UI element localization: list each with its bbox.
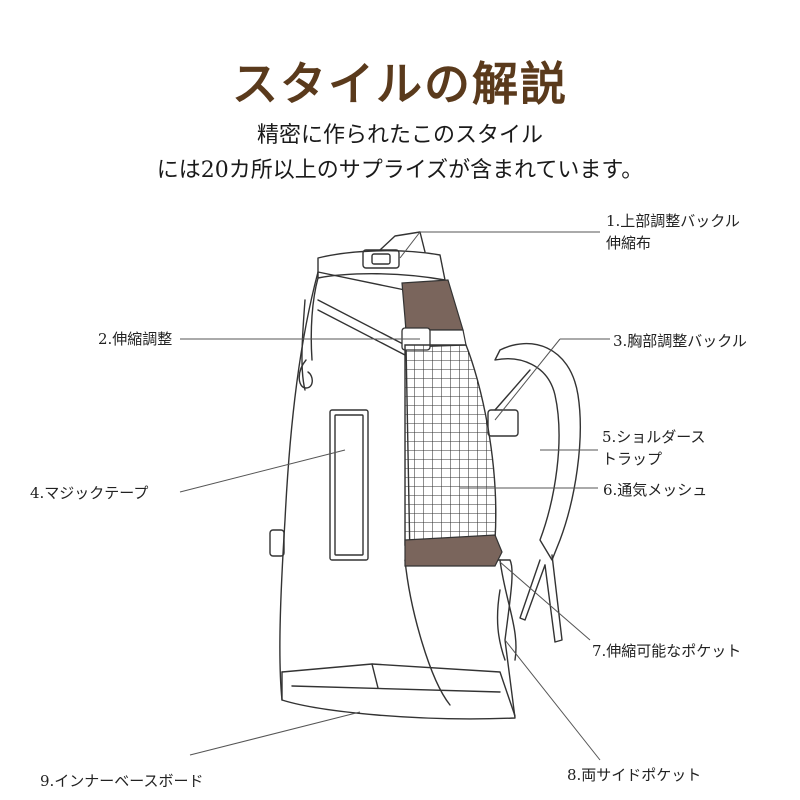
leader-line-4 [179, 449, 346, 493]
label-mesh: 6.通気メッシュ [603, 481, 708, 499]
label-shoulder-strap: 5.ショルダース トラップ [602, 426, 706, 470]
upper-brown-panel [401, 279, 464, 331]
label-elastic-adjust: 2.伸縮調整 [98, 330, 173, 348]
chest-buckle [487, 409, 519, 437]
lower-brown-band [404, 534, 503, 567]
leader-line-7 [499, 561, 591, 641]
top-buckle [362, 249, 400, 269]
label-velcro: 4.マジックテープ [30, 484, 149, 502]
top-roll [317, 250, 446, 281]
ventilation-mesh [405, 345, 496, 545]
side-pocket [404, 559, 451, 706]
subtitle-line-1: 精密に作られたこのスタイル [256, 123, 543, 148]
leader-line-3 [494, 338, 561, 421]
side-hook [298, 359, 313, 389]
leader-line-8 [504, 639, 601, 761]
label-inner-base-board: 9.インナーベースボード [40, 772, 204, 790]
leader-line-1 [399, 231, 421, 259]
label-shoulder-strap-line2: トラップ [602, 450, 663, 468]
subtitle-line-2: には20カ所以上のサプライズが含まれています。 [156, 158, 644, 183]
leader-line-9 [189, 711, 361, 756]
label-top-buckle-line2: 伸縮布 [606, 234, 652, 252]
inner-base-board [281, 663, 516, 717]
label-top-buckle-line1: 1.上部調整バックル [606, 212, 740, 230]
label-top-buckle: 1.上部調整バックル 伸縮布 [606, 210, 740, 254]
label-chest-buckle: 3.胸部調整バックル [613, 332, 747, 350]
shoulder-strap [494, 342, 581, 561]
velcro-panel [329, 409, 369, 561]
label-shoulder-strap-line1: 5.ショルダース [602, 428, 706, 446]
label-elastic-pocket: 7.伸縮可能なポケット [592, 642, 742, 660]
page-title: スタイルの解説 [232, 57, 568, 111]
strap-webbing [544, 554, 563, 643]
label-side-pockets: 8.両サイドポケット [567, 766, 702, 784]
